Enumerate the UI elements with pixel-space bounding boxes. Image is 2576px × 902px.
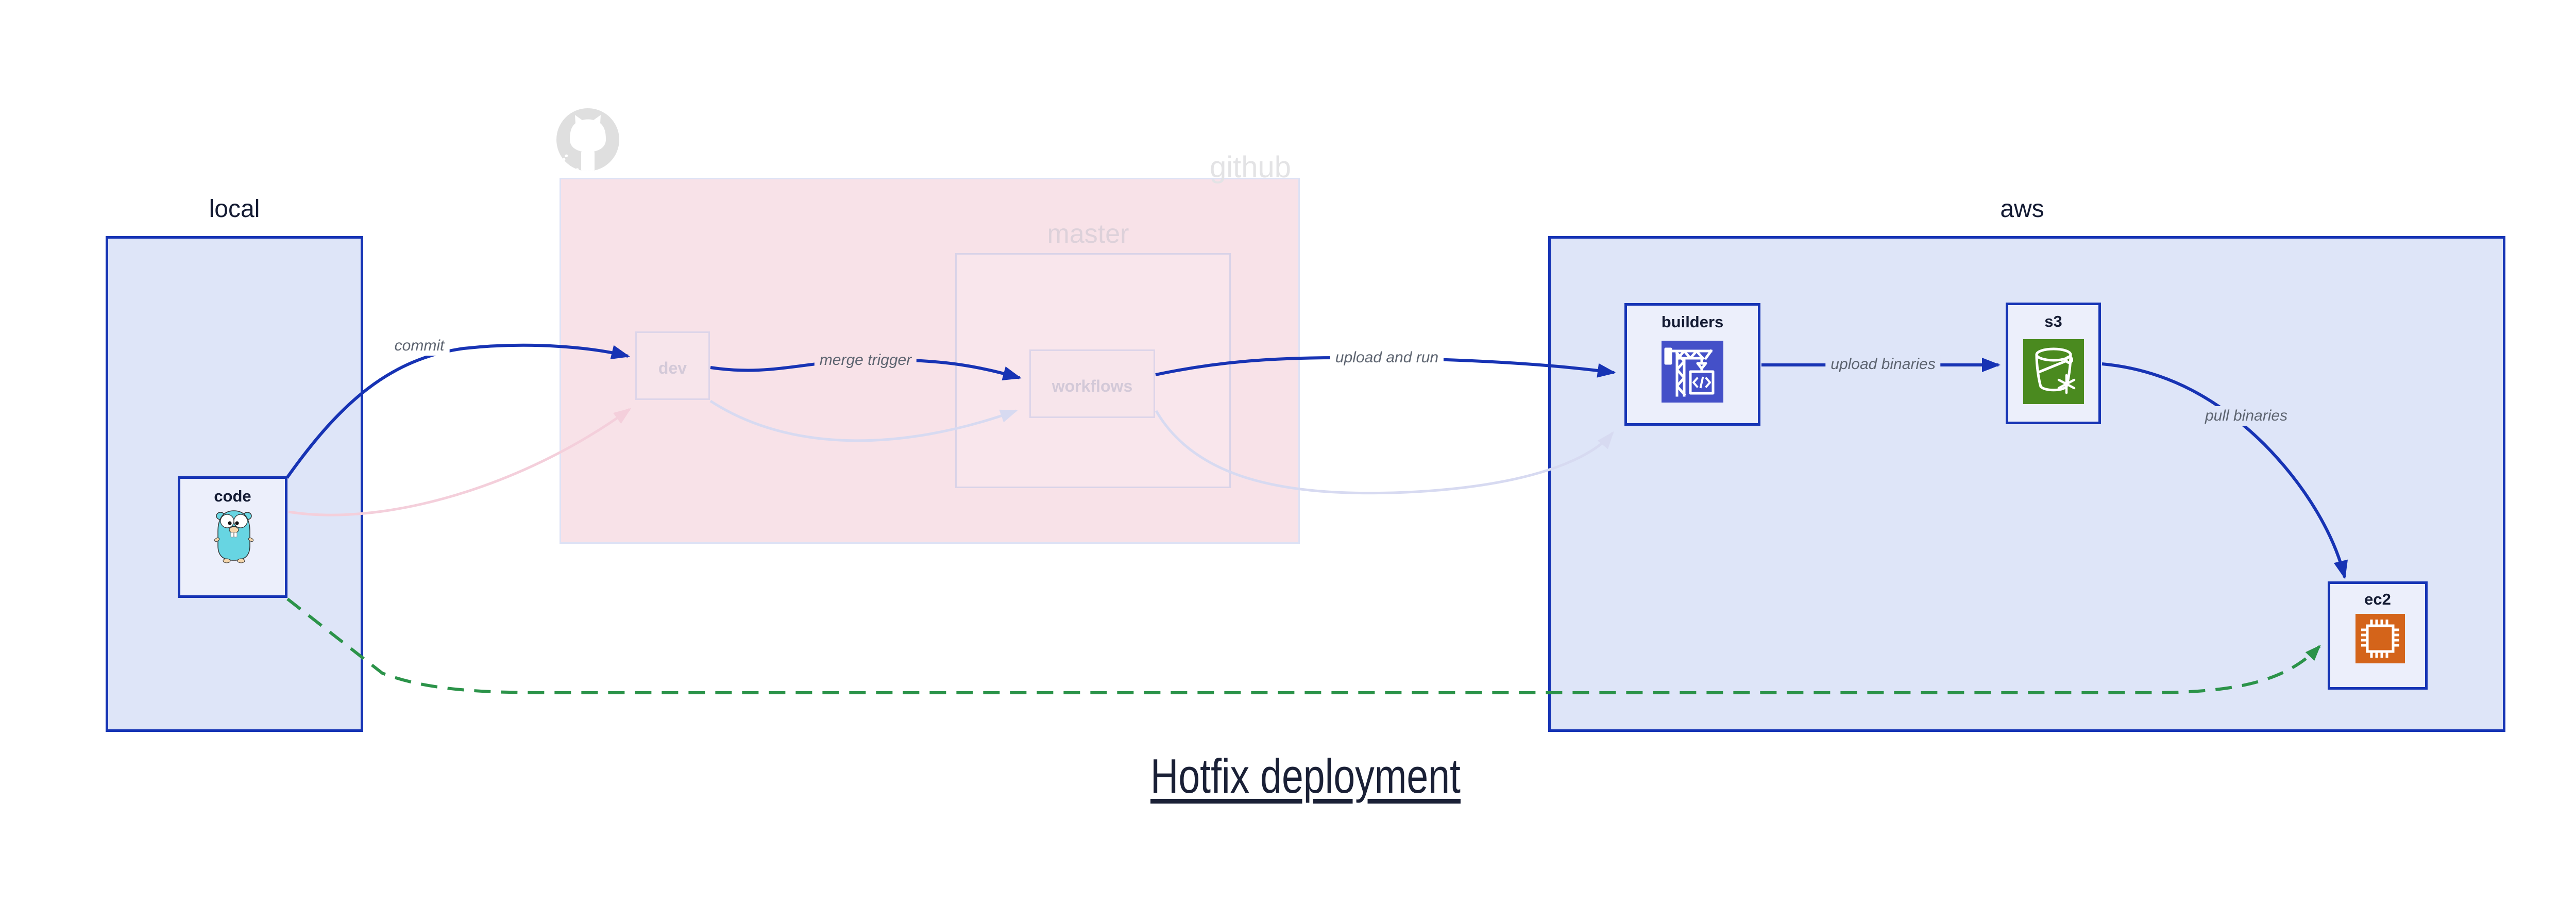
aws-region-label: aws	[2000, 195, 2044, 223]
node-builders-label: builders	[1661, 313, 1724, 331]
local-region-label: local	[209, 195, 260, 223]
node-dev-label: dev	[658, 359, 687, 377]
master-branch-label: master	[1047, 219, 1129, 249]
github-octocat-icon	[556, 108, 619, 171]
ec2-chip-icon	[2355, 614, 2405, 663]
edge-label-upload-binaries: upload binaries	[1825, 355, 1941, 374]
node-dev: dev	[635, 331, 710, 400]
edge-label-merge-trigger: merge trigger	[814, 350, 917, 370]
edge-label-pull-binaries: pull binaries	[2199, 406, 2293, 426]
node-workflows-label: workflows	[1052, 377, 1133, 395]
diagram-title: Hotfix deployment	[1150, 749, 1461, 803]
edge-label-commit: commit	[389, 336, 450, 356]
node-code-label: code	[214, 487, 251, 505]
node-workflows: workflows	[1029, 349, 1155, 418]
node-ec2-label: ec2	[2364, 590, 2391, 608]
node-ec2: ec2	[2328, 581, 2428, 690]
codebuild-crane-icon	[1662, 341, 1723, 403]
node-s3-label: s3	[2044, 312, 2062, 330]
github-region-label: github	[1209, 151, 1291, 184]
edge-label-upload-and-run: upload and run	[1330, 348, 1444, 368]
node-s3: s3	[2006, 303, 2101, 424]
go-gopher-icon	[214, 510, 253, 563]
s3-glacier-bucket-icon	[2023, 339, 2084, 404]
node-builders: builders	[1624, 303, 1760, 426]
node-code: code	[178, 476, 287, 598]
